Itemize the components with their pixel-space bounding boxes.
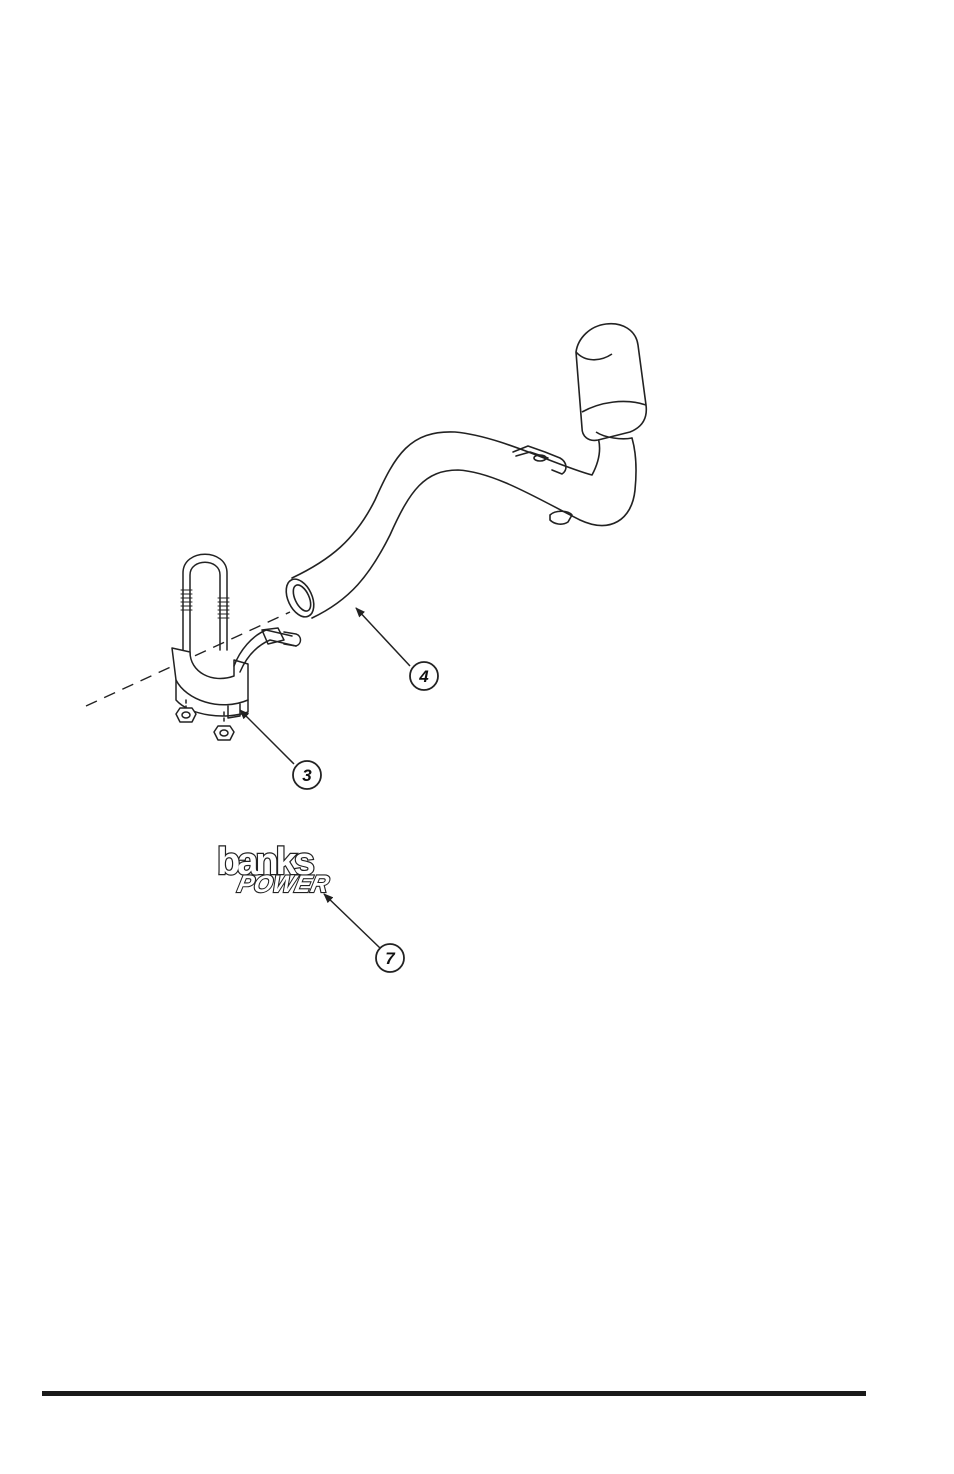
banks-power-decal: banks POWER	[217, 841, 332, 898]
exhaust-tip	[576, 324, 646, 441]
u-bolt-hanger-clamp	[172, 554, 301, 740]
logo-word-power: POWER	[235, 871, 332, 898]
callout-3: 3	[293, 761, 321, 789]
callout-4-label: 4	[418, 667, 429, 686]
flange-nut-right	[214, 726, 234, 740]
leader-arrow-7	[324, 894, 380, 948]
leader-arrow-4	[356, 608, 410, 666]
hanger-arm	[234, 630, 292, 666]
flange-nut-left	[176, 708, 196, 722]
callout-7-label: 7	[385, 949, 396, 968]
tailpipe	[281, 432, 636, 621]
footer-rule	[42, 1391, 866, 1396]
callout-7: 7	[376, 944, 404, 972]
leader-arrow-3	[240, 710, 294, 764]
saddle-clamp	[172, 648, 248, 705]
callout-3-label: 3	[302, 766, 312, 785]
callout-4: 4	[410, 662, 438, 690]
